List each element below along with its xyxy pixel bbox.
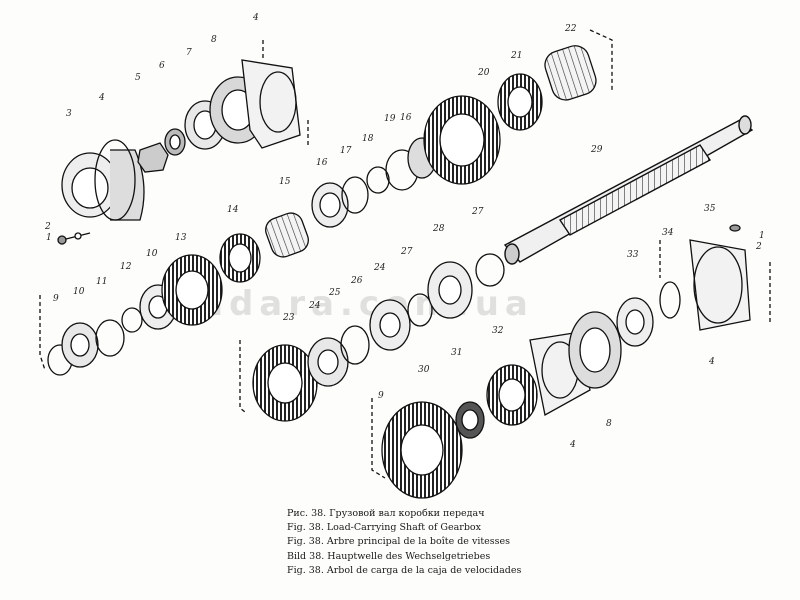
caption-line-en: Fig. 38. Load-Carrying Shaft of Gearbox: [287, 522, 481, 534]
callout: 25: [328, 288, 341, 298]
lower-left-row: [39, 254, 223, 376]
callout: 4: [569, 440, 576, 450]
callout: 4: [252, 13, 259, 23]
callout: 21: [510, 51, 522, 61]
callout: 34: [662, 228, 674, 238]
callout: 26: [350, 276, 363, 286]
callout: 10: [73, 287, 85, 297]
callout: 19: [384, 114, 396, 124]
callout: 28: [432, 224, 445, 234]
callout: 2: [755, 242, 762, 252]
main-shaft: [503, 115, 754, 265]
callout: 13: [175, 233, 187, 243]
callout: 32: [492, 326, 504, 336]
callout: 1: [46, 233, 52, 243]
callout: 4: [708, 357, 715, 367]
callout: 35: [704, 204, 716, 214]
callout: 2: [44, 222, 51, 232]
callout: 6: [159, 61, 165, 71]
bottom-row: [371, 224, 771, 499]
callout: 24: [373, 263, 386, 273]
callout: 22: [564, 24, 577, 34]
callout: 17: [340, 146, 352, 156]
callout: 16: [400, 113, 412, 123]
cover-assembly-left: [57, 40, 309, 245]
callout: 15: [279, 177, 291, 187]
callout: 27: [471, 207, 484, 217]
callout: 31: [451, 348, 462, 358]
callout: 8: [606, 419, 612, 429]
callout: 18: [362, 134, 374, 144]
upper-gear-row: [219, 29, 613, 283]
callout: 1: [759, 231, 765, 241]
callout: 3: [66, 109, 72, 119]
callout: 20: [477, 68, 490, 78]
callout: 27: [400, 247, 413, 257]
lower-middle-row: [239, 253, 505, 422]
callout: 11: [96, 277, 107, 287]
callout: 7: [186, 48, 192, 58]
callout: 8: [211, 35, 217, 45]
callout: 5: [135, 73, 141, 83]
callout: 9: [53, 294, 59, 304]
callout: 9: [378, 391, 384, 401]
exploded-view-drawing: adara.com.ua: [39, 13, 771, 499]
callout: 10: [146, 249, 158, 259]
callout: 29: [590, 145, 603, 155]
figure-caption: Рис. 38. Грузовой вал коробки передач Fi…: [287, 507, 687, 578]
callout-labels: 1 2 3 4 5 6 7 8 4 22 21 20 19 18 17 16 1…: [44, 13, 765, 450]
callout: 12: [120, 262, 132, 272]
caption-line-es: Fig. 38. Arbol de carga de la caja de ve…: [287, 564, 522, 576]
callout: 33: [627, 250, 639, 260]
callout: 23: [282, 313, 295, 323]
caption-line-ru: Рис. 38. Грузовой вал коробки передач: [287, 508, 485, 519]
callout: 16: [316, 158, 328, 168]
caption-line-fr: Fig. 38. Arbre principal de la boîte de …: [287, 536, 511, 548]
callout: 24: [308, 301, 321, 311]
callout: 14: [227, 205, 239, 215]
callout: 30: [418, 365, 430, 375]
caption-line-de: Bild 38. Hauptwelle des Wechselgetriebes: [287, 550, 491, 562]
watermark: adara.com.ua: [200, 284, 534, 324]
callout: 4: [98, 93, 105, 103]
